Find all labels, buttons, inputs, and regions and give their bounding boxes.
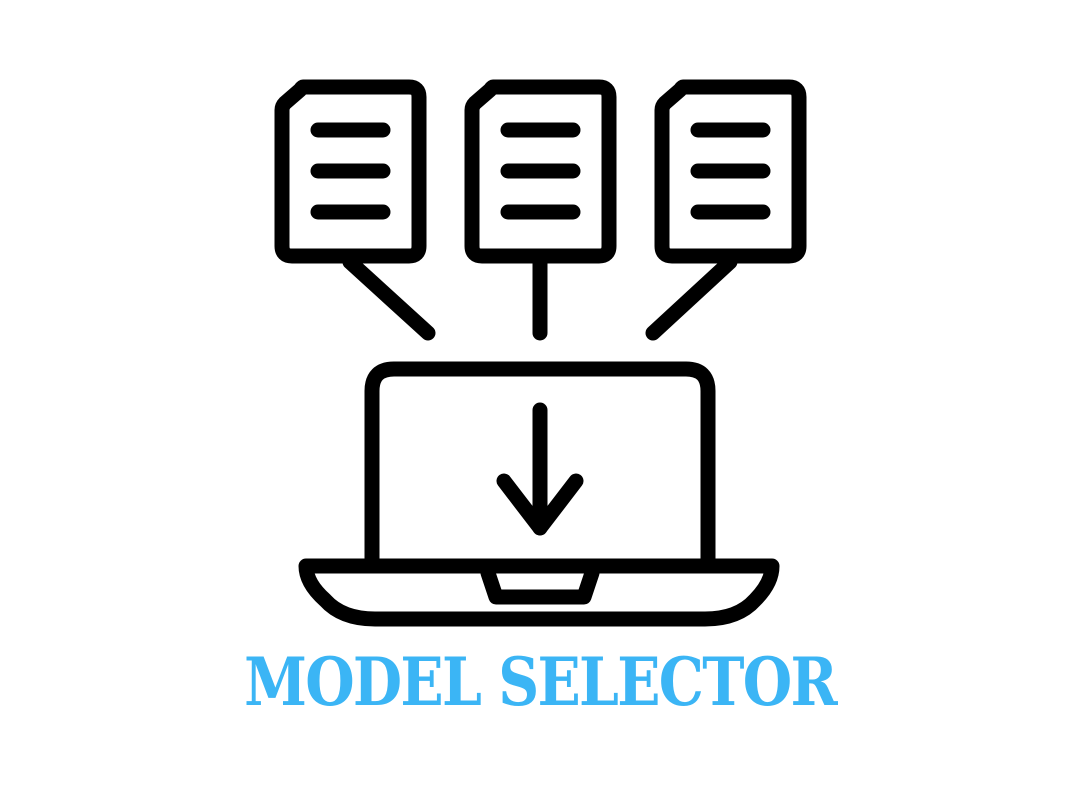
connector-lines [342, 254, 738, 341]
document-icon [464, 79, 617, 264]
page-title: MODEL SELECTOR [244, 643, 838, 721]
laptop-icon [298, 361, 780, 627]
download-arrow-icon [496, 402, 584, 536]
document-icon [654, 79, 807, 264]
document-icon [274, 79, 427, 264]
